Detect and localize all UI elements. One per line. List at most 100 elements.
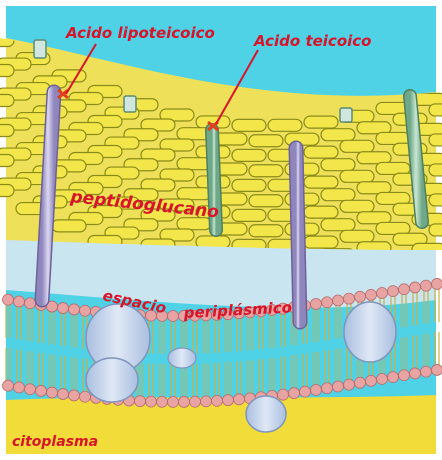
lipid-head — [377, 288, 388, 299]
lipid-head — [168, 396, 179, 407]
lipid-head — [47, 387, 58, 398]
lipid-head — [333, 381, 344, 392]
lipid-head — [69, 390, 80, 401]
lipid-head — [179, 396, 190, 407]
peptidoglycan-strand — [340, 170, 374, 182]
lipid-head — [344, 379, 355, 390]
lipid-head — [399, 370, 410, 381]
lipid-head — [410, 368, 421, 379]
lipid-head — [322, 297, 333, 308]
peptidoglycan-strand — [304, 146, 338, 158]
lipid-head — [377, 374, 388, 385]
peptidoglycan-strand — [304, 116, 338, 128]
peptidoglycan-strand — [249, 165, 283, 177]
lipid-head — [3, 294, 14, 305]
peptidoglycan-strand — [429, 104, 442, 116]
peptidoglycan-strand — [232, 179, 266, 191]
peptidoglycan-strand — [304, 206, 338, 218]
peptidoglycan-strand — [376, 132, 410, 144]
peptidoglycan-strand — [0, 154, 14, 166]
peptidoglycan-strand — [268, 119, 302, 131]
peptidoglycan-strand — [249, 225, 283, 237]
peptidoglycan-strand — [429, 194, 442, 206]
lipid-head — [80, 391, 91, 402]
lipid-head — [168, 310, 179, 321]
lipid-head — [80, 305, 91, 316]
lipid-head — [25, 298, 36, 309]
lipid-head — [399, 284, 410, 295]
lipid-head — [311, 298, 322, 309]
peptidoglycan-strand — [249, 135, 283, 147]
membrane-protein — [168, 348, 196, 368]
peptidoglycan-strand — [249, 195, 283, 207]
peptidoglycan-strand — [321, 219, 355, 231]
lipid-head — [190, 396, 201, 407]
peptidoglycan-strand — [304, 176, 338, 188]
lipid-head — [14, 382, 25, 393]
peptidoglycan-strand — [0, 124, 14, 136]
lipid-head — [322, 383, 333, 394]
lipid-head — [388, 372, 399, 383]
lipid-head — [36, 385, 47, 396]
lipid-head — [212, 395, 223, 406]
lipid-head — [300, 386, 311, 397]
lipid-head — [278, 389, 289, 400]
lipid-head — [14, 296, 25, 307]
lipid-head — [421, 366, 432, 377]
lipid-head — [234, 394, 245, 405]
peptidoglycan-strand — [232, 119, 266, 131]
peptidoglycan-strand — [177, 158, 211, 170]
lipid-head — [58, 389, 69, 400]
peptidoglycan-strand — [340, 230, 374, 242]
peptidoglycan-strand — [304, 236, 338, 248]
label-cytoplasm: citoplasma — [12, 434, 98, 450]
lipid-head — [201, 396, 212, 407]
label-lipoteichoic-acid: Acido lipoteicoico — [65, 24, 215, 42]
lipid-head — [344, 293, 355, 304]
lipid-head — [146, 396, 157, 407]
lipid-head — [289, 388, 300, 399]
lipid-head — [3, 380, 14, 391]
label-teichoic-acid: Acido teicoico — [253, 32, 371, 50]
peptidoglycan-strand — [340, 200, 374, 212]
lipid-head — [388, 286, 399, 297]
lipid-head — [25, 384, 36, 395]
peptidoglycan-strand — [321, 189, 355, 201]
lipid-head — [421, 280, 432, 291]
lipid-head — [157, 396, 168, 407]
peptidoglycan-strand — [52, 220, 86, 232]
peptidoglycan-strand — [321, 129, 355, 141]
peptidoglycan-strand — [0, 94, 14, 106]
lipid-head — [366, 289, 377, 300]
peptidoglycan-strand — [429, 224, 442, 236]
peptidoglycan-strand — [196, 236, 230, 248]
lipid-head — [355, 291, 366, 302]
lipid-head — [223, 395, 234, 406]
peptidoglycan-strand — [232, 149, 266, 161]
lipid-head — [135, 396, 146, 407]
lipid-head — [355, 377, 366, 388]
peptidoglycan-strand — [340, 140, 374, 152]
lipid-head — [432, 364, 442, 375]
membrane-protein — [86, 358, 138, 402]
peptidoglycan-strand — [429, 134, 442, 146]
peptidoglycan-strand — [376, 222, 410, 234]
peptidoglycan-strand — [376, 162, 410, 174]
lipid-head — [432, 278, 442, 289]
peptidoglycan-strand — [321, 159, 355, 171]
peptidoglycan-strand — [0, 184, 14, 196]
lipid-head — [69, 304, 80, 315]
peptidoglycan-strand — [0, 64, 14, 76]
peptidoglycan-strand — [429, 164, 442, 176]
membrane-protein — [344, 302, 396, 362]
lipid-head — [311, 384, 322, 395]
lipid-head — [366, 375, 377, 386]
lipid-head — [333, 295, 344, 306]
lipid-head — [58, 303, 69, 314]
lipid-head — [410, 282, 421, 293]
peptidoglycan-strand — [232, 209, 266, 221]
lipoteichoic-acid — [296, 148, 300, 322]
peptidoglycan-strand — [376, 192, 410, 204]
